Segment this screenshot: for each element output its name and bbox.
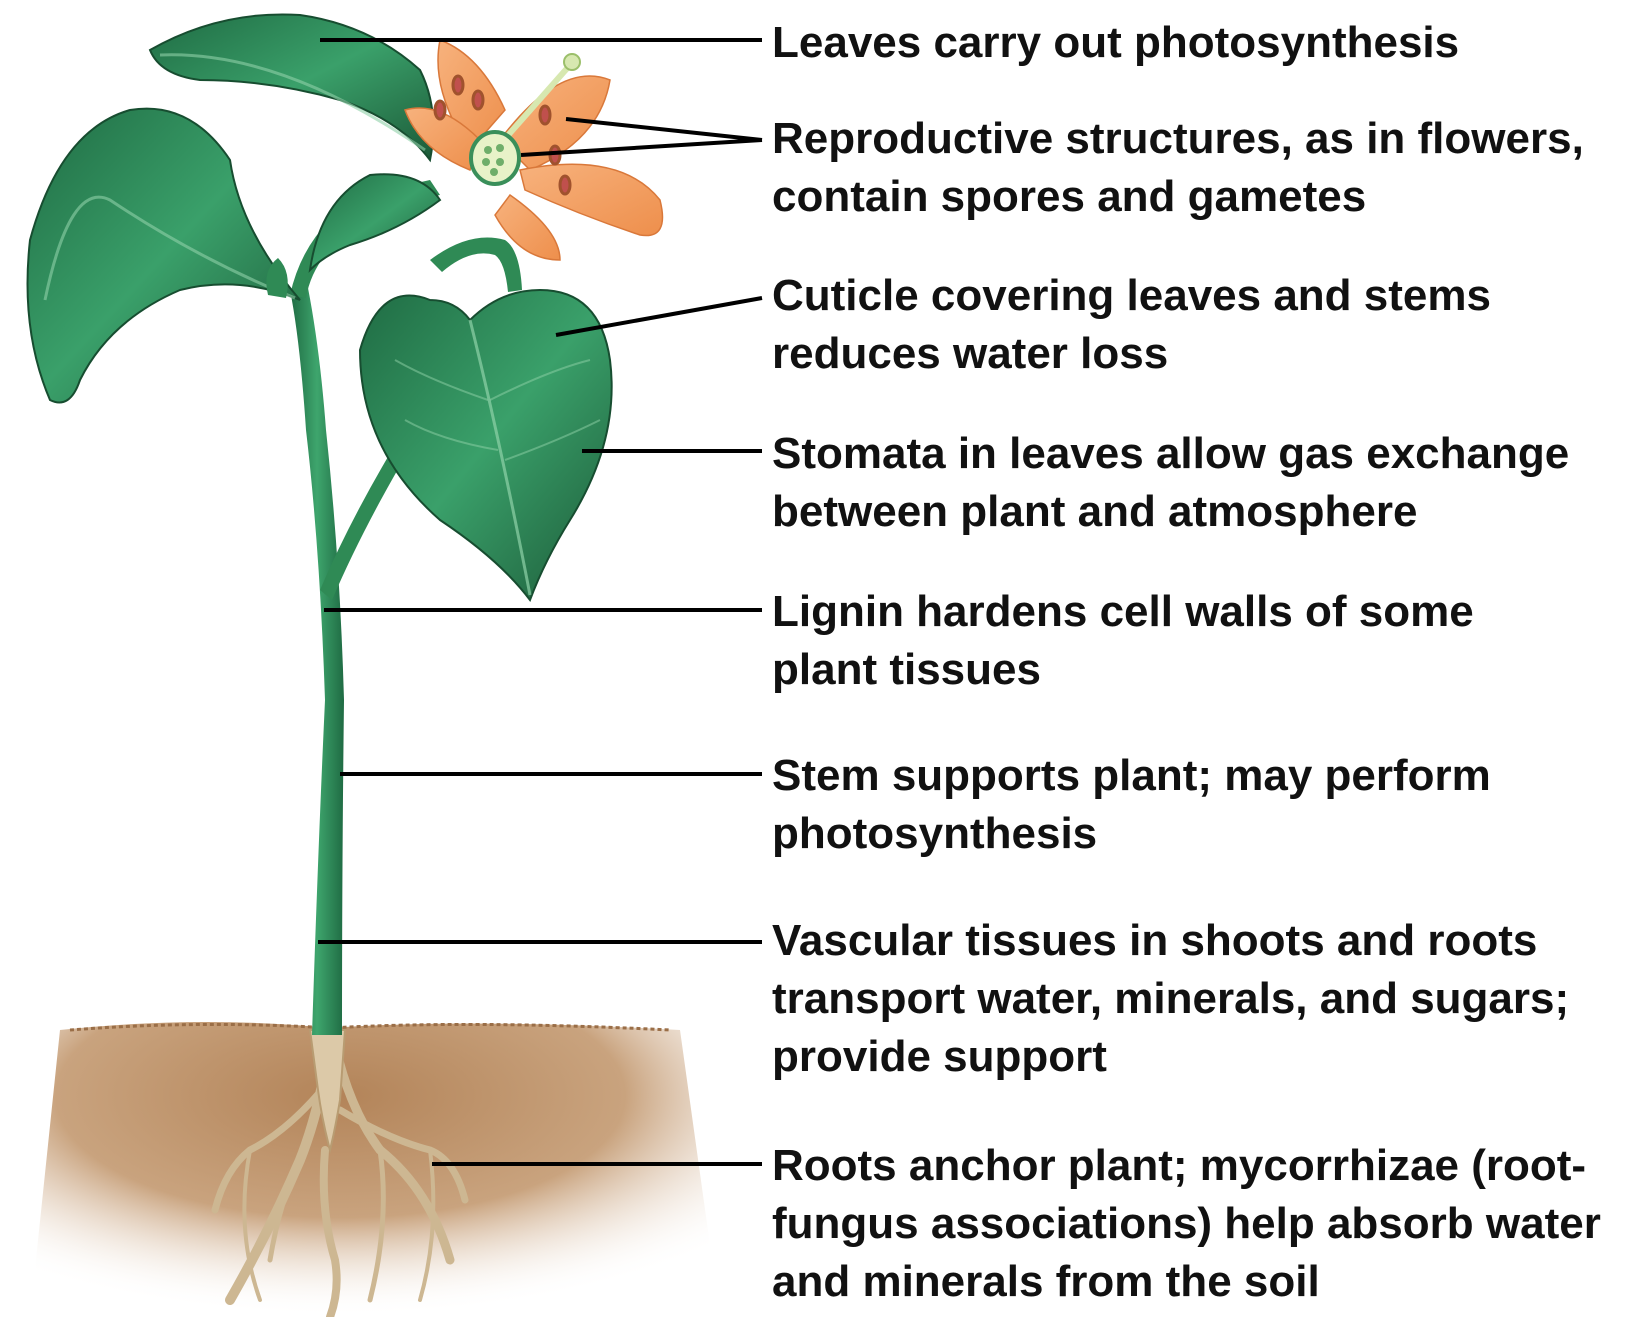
ovary: [471, 132, 519, 184]
label-line: Stem supports plant; may perform: [772, 747, 1491, 805]
label-line: contain spores and gametes: [772, 168, 1584, 226]
label-line: Lignin hardens cell walls of some: [772, 583, 1474, 641]
label-roots: Roots anchor plant; mycorrhizae (root- f…: [772, 1137, 1601, 1311]
label-line: plant tissues: [772, 641, 1474, 699]
label-line: Stomata in leaves allow gas exchange: [772, 425, 1569, 483]
label-line: fungus associations) help absorb water: [772, 1195, 1601, 1253]
label-stomata: Stomata in leaves allow gas exchange bet…: [772, 425, 1569, 541]
label-lignin: Lignin hardens cell walls of some plant …: [772, 583, 1474, 699]
label-line: Cuticle covering leaves and stems: [772, 267, 1491, 325]
label-stem: Stem supports plant; may perform photosy…: [772, 747, 1491, 863]
label-cuticle: Cuticle covering leaves and stems reduce…: [772, 267, 1491, 383]
small-leaf: [310, 174, 440, 270]
label-line: photosynthesis: [772, 805, 1491, 863]
label-line: Vascular tissues in shoots and roots: [772, 912, 1569, 970]
label-reproductive: Reproductive structures, as in flowers, …: [772, 110, 1584, 226]
label-line: Leaves carry out photosynthesis: [772, 14, 1459, 72]
heart-leaf: [360, 290, 612, 600]
label-line: between plant and atmosphere: [772, 483, 1569, 541]
label-line: Reproductive structures, as in flowers,: [772, 110, 1584, 168]
petiole: [430, 238, 522, 293]
label-vascular: Vascular tissues in shoots and roots tra…: [772, 912, 1569, 1086]
label-line: provide support: [772, 1028, 1569, 1086]
label-line: Roots anchor plant; mycorrhizae (root-: [772, 1137, 1601, 1195]
label-leaves: Leaves carry out photosynthesis: [772, 14, 1459, 72]
label-line: reduces water loss: [772, 325, 1491, 383]
main-stem: [290, 288, 344, 1035]
left-leaf: [28, 109, 301, 403]
label-line: and minerals from the soil: [772, 1253, 1601, 1311]
label-line: transport water, minerals, and sugars;: [772, 970, 1569, 1028]
leader-reproductive-upper: [566, 119, 762, 140]
